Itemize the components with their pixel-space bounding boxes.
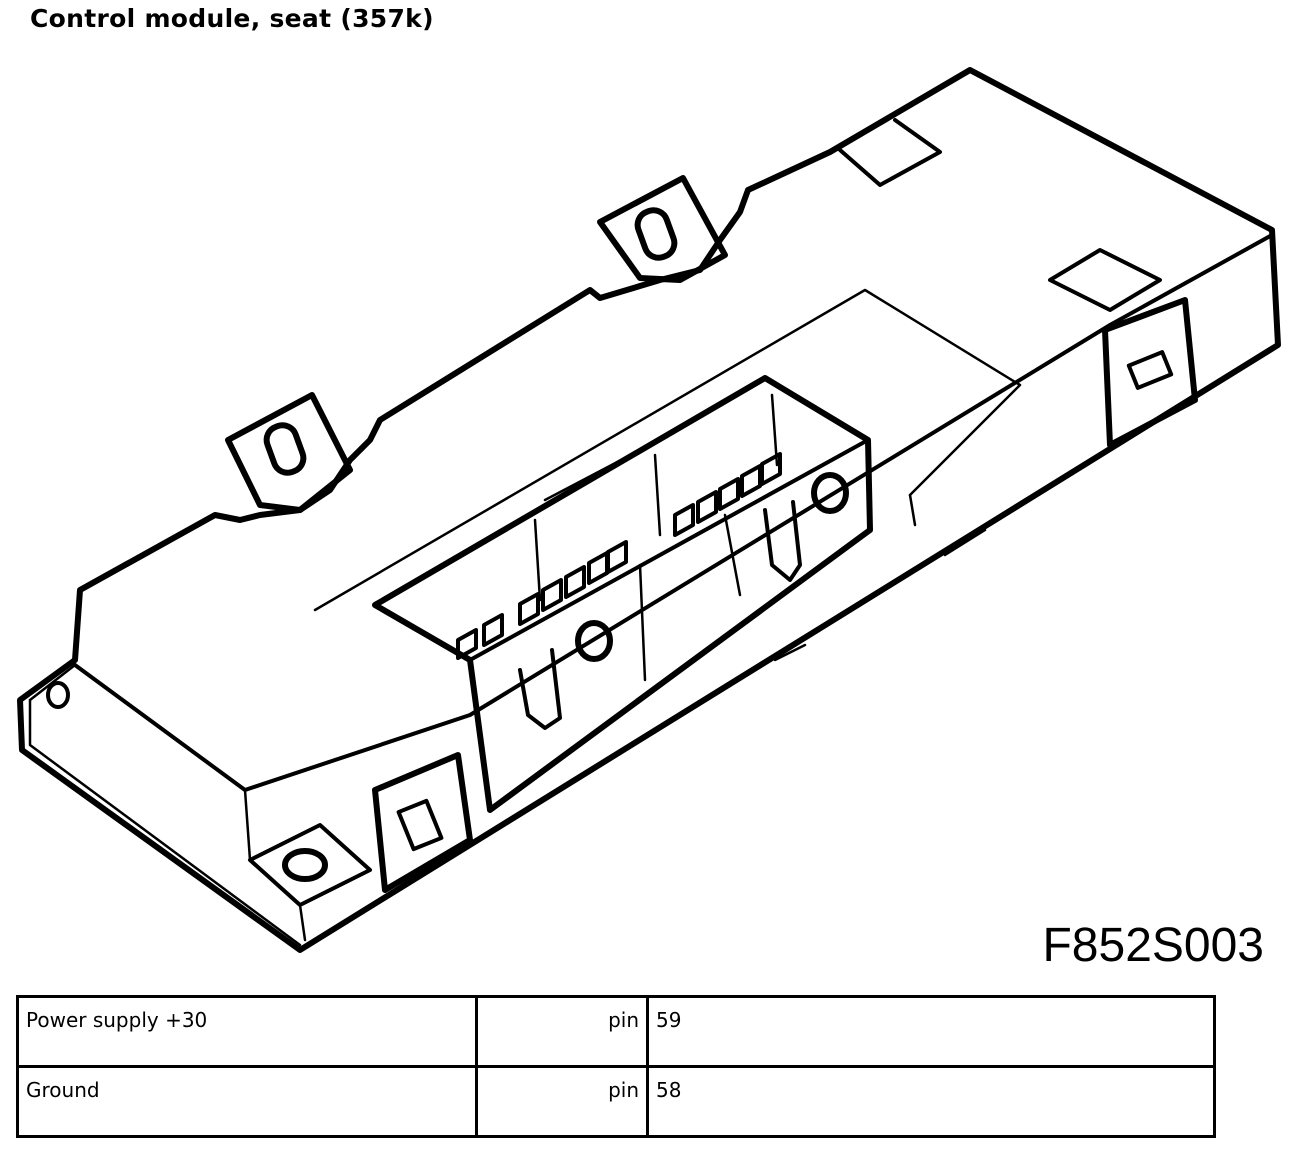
right-bracket-slot [1126,350,1174,390]
connector-pins-left [456,540,628,660]
pin-number: 58 [646,1065,1216,1138]
corner-hole [46,681,70,709]
page-title: Control module, seat (357k) [30,4,434,33]
right-bracket [1102,297,1198,448]
front-mounting-boss [248,823,372,907]
connector-lock-hole-left [575,620,613,662]
pin-label: pin [475,995,649,1068]
pin-label: pin [475,1065,649,1138]
front-mounting-hole [282,848,328,882]
left-front-bracket-slot [396,798,444,852]
left-front-bracket [372,752,473,893]
housing-top-edge [73,233,1274,792]
housing-left-edge [28,663,77,702]
housing-outline [17,67,1281,953]
connector-block [372,375,873,813]
connector-recess [313,288,1022,612]
right-latch [1048,248,1162,312]
left-tab-slot [263,422,307,476]
latch-right [763,500,802,582]
connector-lock-hole-right [811,472,849,514]
latch-left [518,648,562,730]
pin-table: Power supply +30 pin 59 Ground pin 58 [16,995,1216,1138]
housing-front-left-edge [28,698,302,947]
pin-number: 59 [646,995,1216,1068]
left-mounting-tab [225,392,353,513]
top-notch [838,118,942,187]
signal-name: Power supply +30 [16,995,478,1068]
connector-pins-right [673,452,782,537]
middle-tab-slot [634,207,678,261]
middle-mounting-tab [597,175,728,283]
table-row: Power supply +30 pin 59 [16,995,1216,1068]
table-row: Ground pin 58 [16,1065,1216,1138]
control-module-drawing [17,67,1281,953]
signal-name: Ground [16,1065,478,1138]
figure-code: F852S003 [1042,919,1264,972]
